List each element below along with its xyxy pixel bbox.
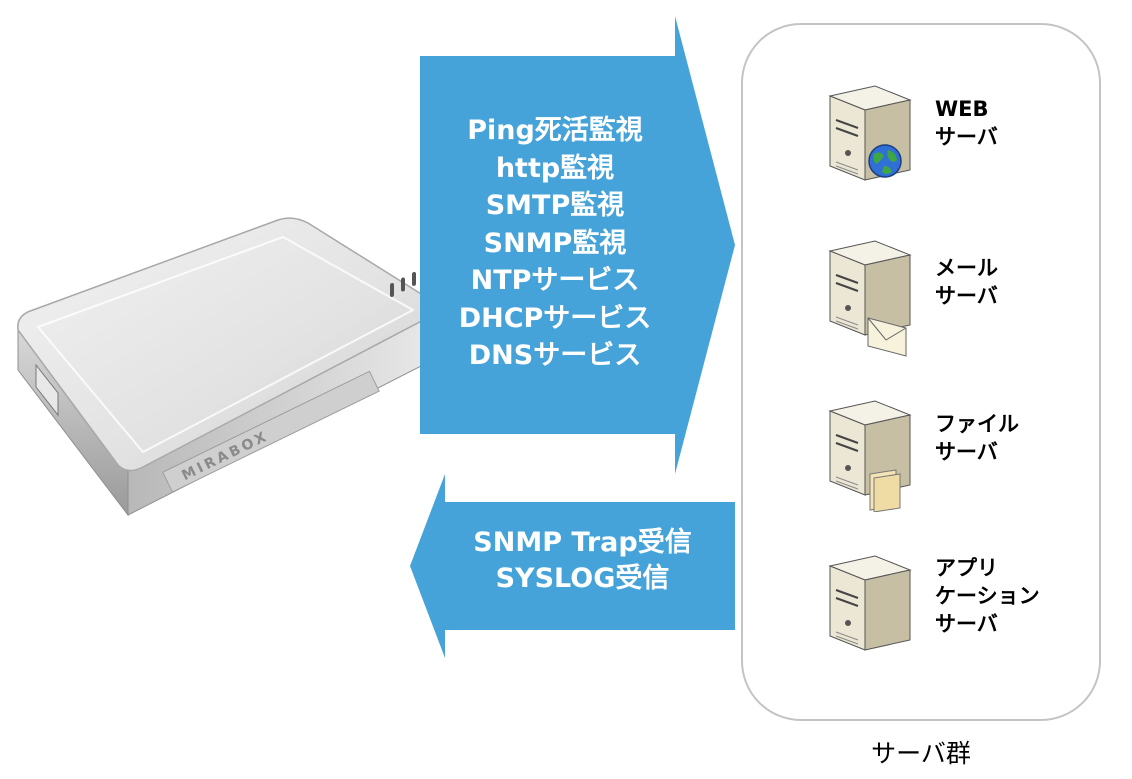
mail-server-icon [828, 240, 912, 336]
service-line: SNMP監視 [483, 227, 627, 259]
service-line: SMTP監視 [485, 190, 625, 221]
inbound-receive-arrow [410, 474, 735, 658]
outbound-services-text: Ping死活監視 http監視 SMTP監視 SNMP監視 NTPサービス DH… [425, 112, 685, 375]
outbound-services-arrow [420, 16, 735, 474]
globe-icon [868, 144, 902, 178]
application-server-icon [828, 555, 912, 651]
receive-line: SNMP Trap受信 [473, 527, 692, 558]
service-line: DHCPサービス [458, 302, 652, 334]
file-server-label: ファイル サーバ [935, 412, 1019, 464]
envelope-icon [867, 317, 907, 357]
receive-line: SYSLOG受信 [495, 563, 670, 594]
service-line: http監視 [495, 152, 615, 184]
server-group-box [741, 23, 1101, 721]
inbound-receive-text: SNMP Trap受信 SYSLOG受信 [445, 525, 720, 597]
service-line: NTPサービス [470, 265, 640, 296]
service-line: Ping死活監視 [467, 115, 643, 146]
monitoring-appliance-image: MIRABOX [17, 217, 436, 517]
web-server-label: WEB サーバ [935, 97, 998, 149]
folder-icon [869, 469, 901, 512]
service-line: DNSサービス [468, 340, 642, 371]
server-group-label: サーバ群 [871, 739, 971, 768]
application-server-label: アプリ ケーション サーバ [935, 556, 1040, 636]
mail-server-label: メール サーバ [935, 256, 998, 308]
